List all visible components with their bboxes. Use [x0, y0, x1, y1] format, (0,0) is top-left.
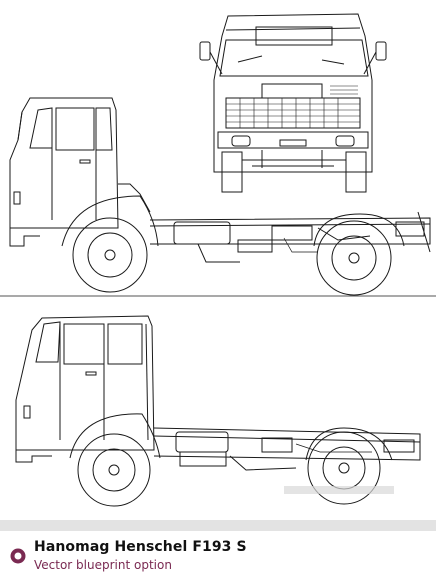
blueprint-title: Hanomag Henschel F193 S [34, 539, 247, 555]
caption-bar: Hanomag Henschel F193 S Vector blueprint… [0, 531, 436, 585]
front-view-truck [200, 14, 386, 192]
side-view-top-truck [0, 98, 436, 296]
side-view-bottom-truck [16, 316, 420, 506]
blueprint-subtitle[interactable]: Vector blueprint option [34, 558, 172, 572]
caption-divider-band [0, 520, 436, 531]
ring-badge-icon [10, 548, 26, 564]
blueprint-drawing [0, 13, 436, 507]
